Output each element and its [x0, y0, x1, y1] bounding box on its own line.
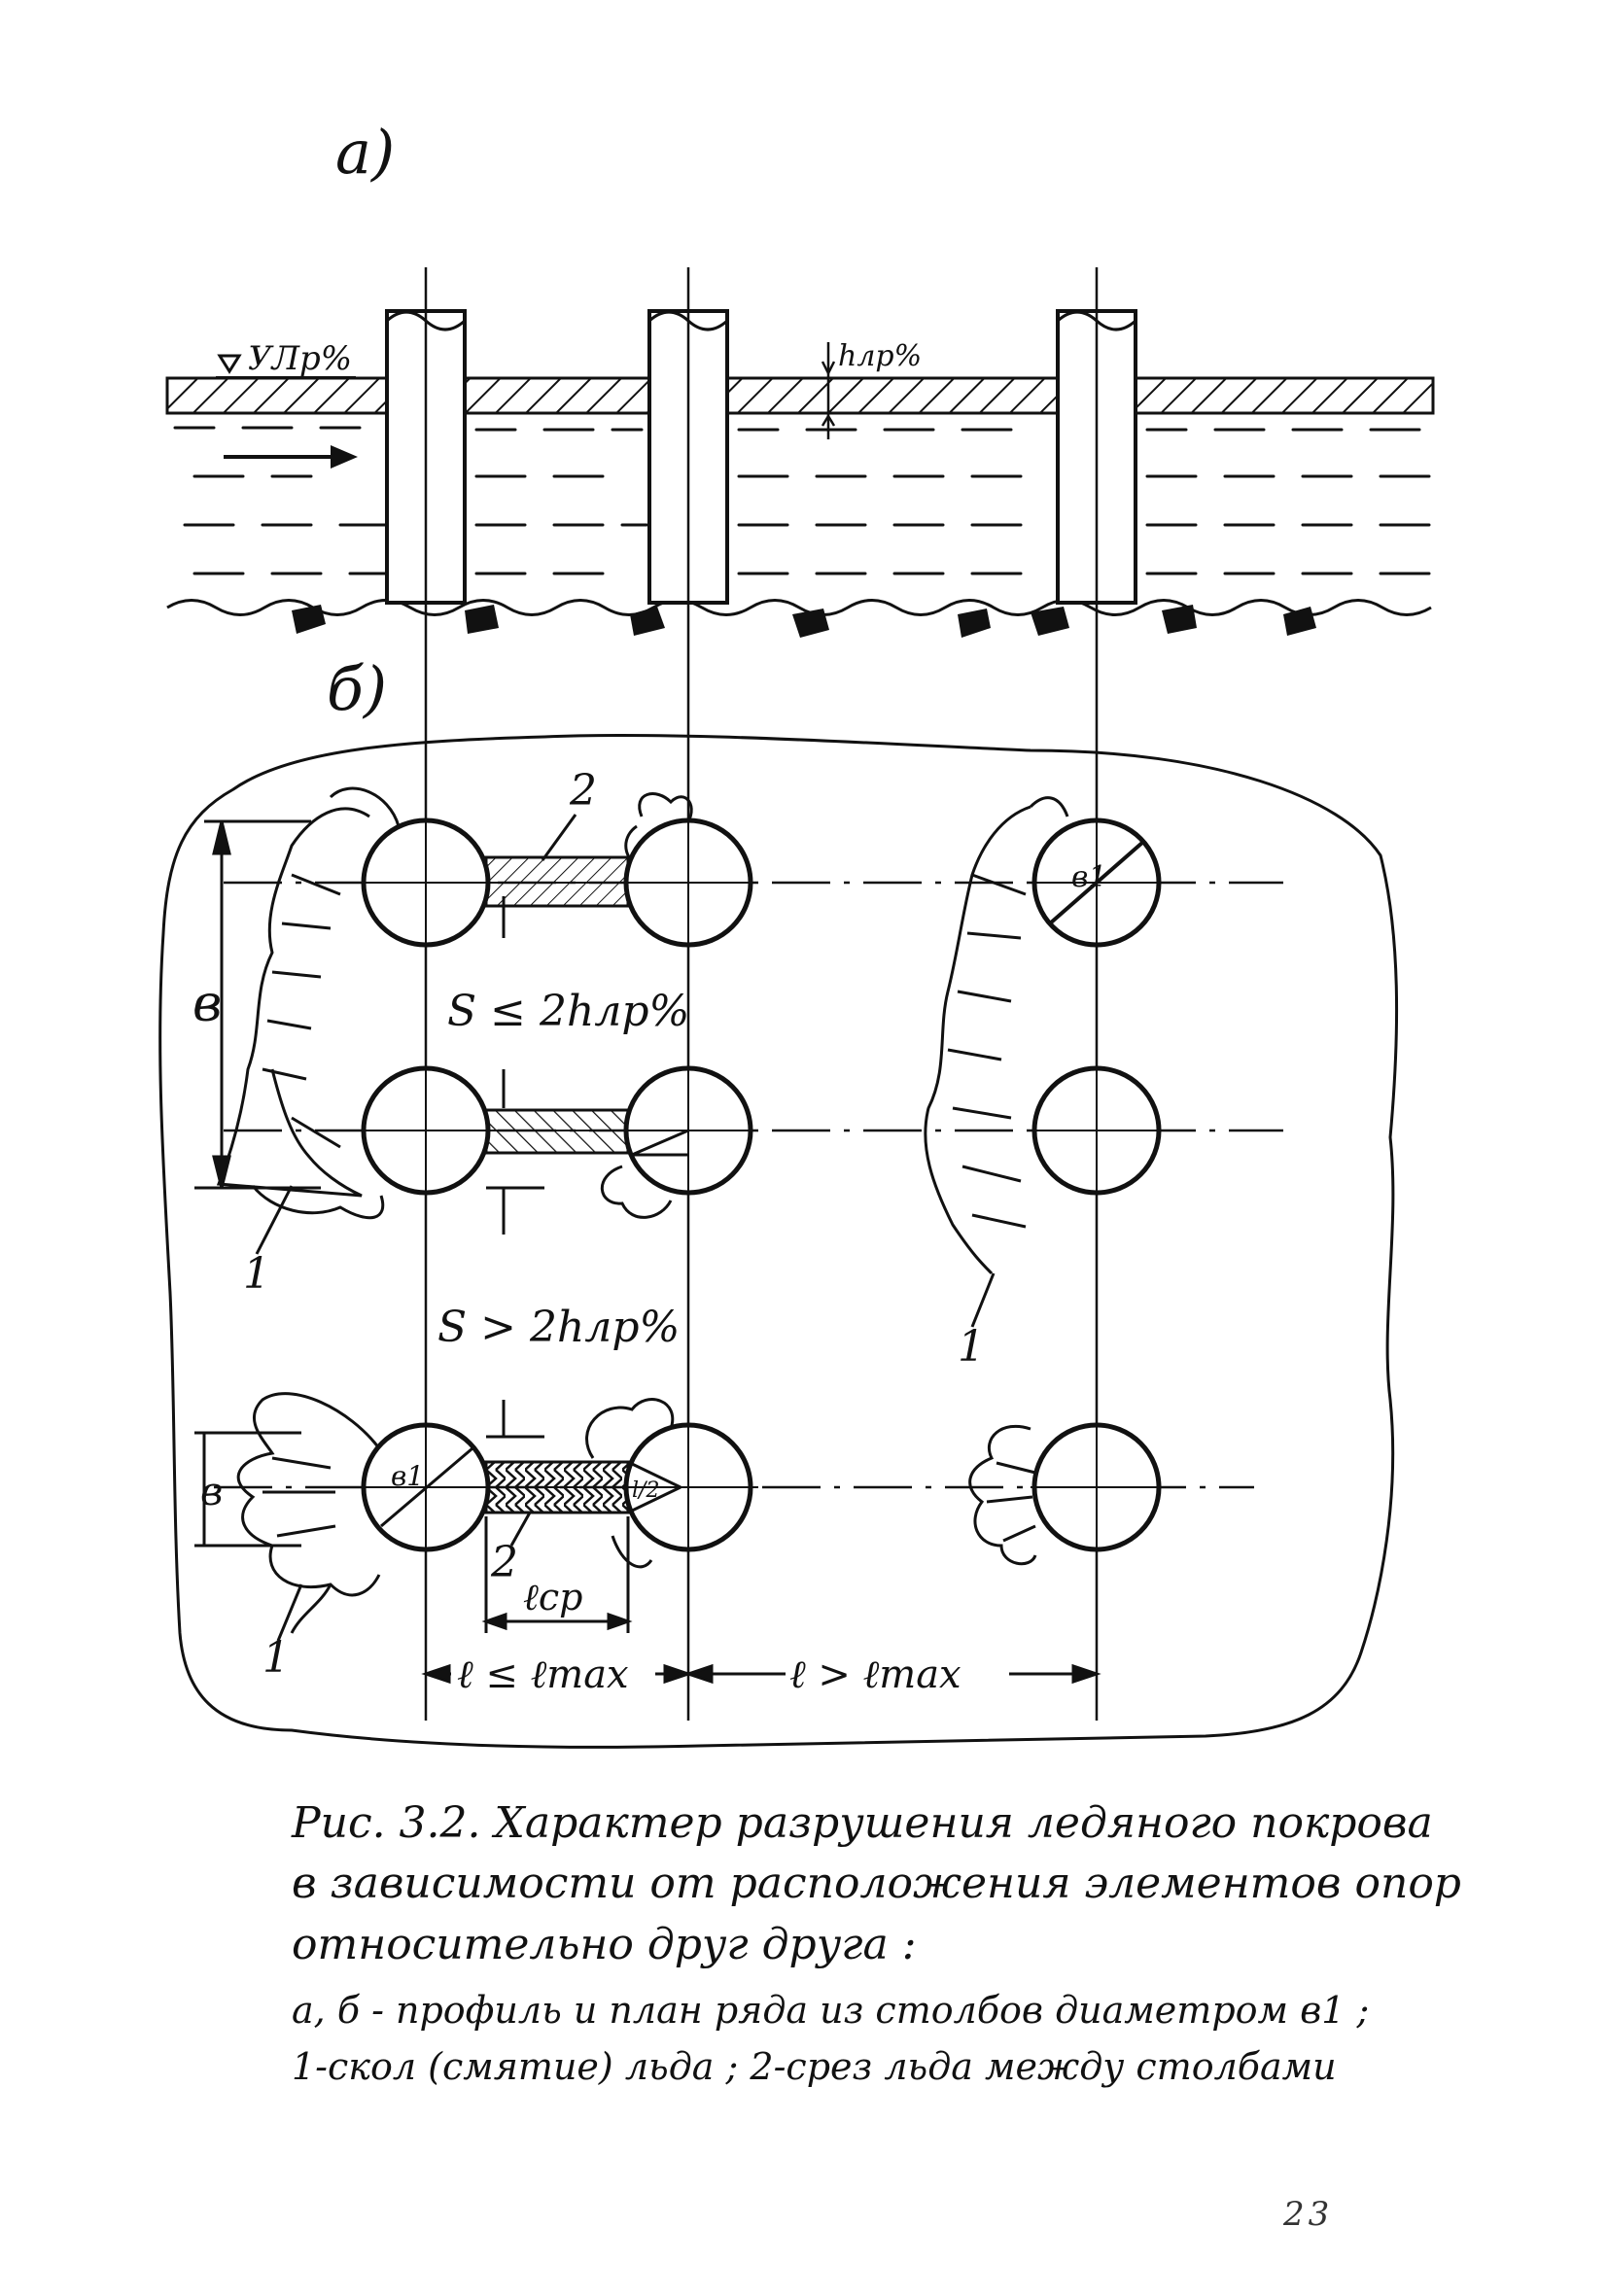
diameter-b1-line	[1048, 840, 1145, 925]
page-number: 23	[1283, 2195, 1334, 2234]
label-s-le: S ≤ 2hлр%	[447, 987, 689, 1036]
caption-line-3: относительно друг друга :	[292, 1920, 917, 1969]
leader-2-lower	[509, 1512, 532, 1547]
dimension-b-upper	[194, 819, 321, 1190]
dimension-b-lower	[194, 1431, 301, 1548]
water-level-label: УЛр%	[248, 339, 352, 378]
label-lcp: ℓср	[523, 1576, 582, 1618]
caption-line-2: в зависимости от расположения элементов …	[292, 1859, 1461, 1908]
label-b-upper: в	[192, 975, 222, 1033]
ice-chip-zone-left-lower	[236, 1392, 381, 1634]
ice-thickness-label: hлр%	[838, 339, 922, 373]
axis-overlay	[360, 817, 1167, 1557]
leader-1-left-lower	[276, 1583, 303, 1642]
label-b1-upper: в1	[1071, 860, 1107, 894]
label-1-right-upper: 1	[958, 1322, 985, 1372]
ice-chip-small-pile2-lower	[585, 1398, 675, 1569]
ice-chip-small-pile2-middle	[600, 1165, 673, 1219]
label-l-gt: ℓ > ℓmax	[789, 1652, 961, 1697]
label-half: l/2	[632, 1478, 659, 1503]
ice-chip-zone-right-lower	[968, 1424, 1037, 1566]
pile-plan-circles	[361, 818, 1162, 1552]
bed-hatch-marks	[292, 605, 1316, 638]
label-b1-lower: в1	[391, 1460, 424, 1492]
ice-chip-zone-left-upper	[216, 786, 401, 1220]
label-s-gt: S > 2hлр%	[437, 1303, 680, 1352]
caption-line-5: 1-скол (смятие) льда ; 2-срез льда между…	[292, 2045, 1337, 2088]
dimension-lcp	[481, 1516, 633, 1633]
ice-layer-profile	[165, 376, 1435, 415]
leader-1-left-upper	[255, 1185, 294, 1255]
label-b-lower: в	[200, 1470, 223, 1514]
water-body	[173, 426, 1431, 575]
label-1-left-upper: 1	[243, 1249, 270, 1299]
part-b-label: б)	[327, 653, 387, 724]
label-2-upper: 2	[569, 766, 597, 816]
dimension-s-ticks	[486, 896, 544, 1439]
leader-2-upper	[541, 814, 577, 861]
ice-field-outline	[158, 733, 1399, 1749]
diameter-b1-lower-line	[380, 1446, 473, 1528]
half-angle-marker-middle	[631, 1129, 689, 1157]
ice-chip-zone-right-upper	[924, 796, 1069, 1275]
half-angle-marker-lower	[627, 1460, 682, 1514]
part-a-label: а)	[335, 117, 395, 188]
label-2-lower: 2	[490, 1538, 518, 1587]
caption-line-1: Рис. 3.2. Характер разрушения ледяного п…	[292, 1798, 1433, 1848]
water-level-marker	[216, 354, 356, 378]
leader-1-right-upper	[970, 1272, 996, 1328]
label-1-left-lower: 1	[262, 1633, 290, 1683]
label-l-le: ℓ ≤ ℓmax	[457, 1652, 629, 1697]
ice-thickness-dimension	[821, 342, 836, 439]
river-bed	[166, 599, 1432, 616]
caption-line-4: а, б - профиль и план ряда из столбов ди…	[292, 1989, 1370, 2032]
flow-arrow-icon	[224, 445, 358, 469]
